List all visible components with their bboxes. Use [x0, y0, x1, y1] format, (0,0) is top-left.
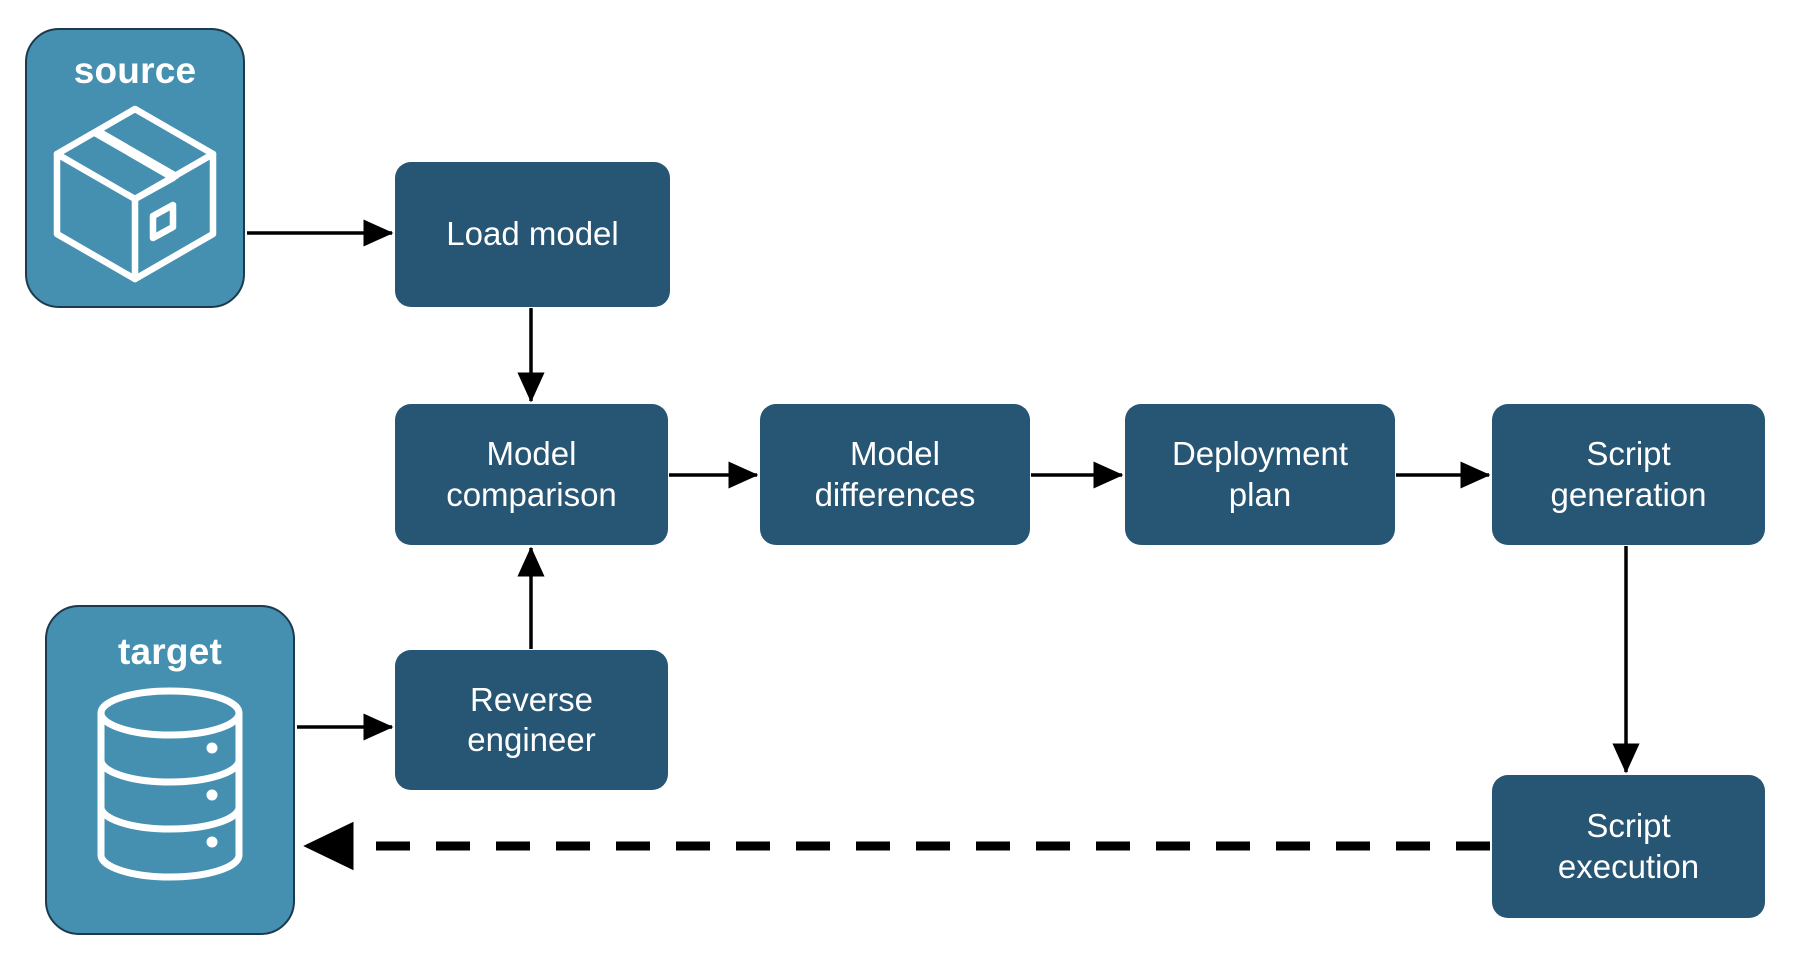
endpoint-target-label: target — [118, 631, 222, 672]
endpoint-source-label: source — [73, 50, 197, 91]
process-deployment-plan[interactable]: Deployment plan — [1125, 404, 1395, 545]
process-load-model-label: Load model — [446, 215, 619, 253]
process-script-execution[interactable]: Script execution — [1492, 775, 1765, 918]
process-load-model[interactable]: Load model — [395, 162, 670, 307]
process-model-differences[interactable]: Model differences — [760, 404, 1030, 545]
process-model-differences-label: Model differences — [814, 435, 976, 513]
process-model-comparison-label: Model comparison — [446, 435, 617, 513]
process-reverse-engineer[interactable]: Reverse engineer — [395, 650, 668, 790]
process-reverse-engineer-label: Reverse engineer — [467, 680, 596, 758]
package-box-icon — [49, 103, 221, 290]
process-script-generation-label: Script generation — [1550, 435, 1707, 513]
process-script-execution-label: Script execution — [1557, 807, 1700, 885]
process-deployment-plan-label: Deployment plan — [1171, 435, 1349, 513]
database-cylinder-icon — [90, 686, 250, 887]
process-script-generation[interactable]: Script generation — [1492, 404, 1765, 545]
endpoint-target[interactable]: target — [45, 605, 295, 935]
process-model-comparison[interactable]: Model comparison — [395, 404, 668, 545]
endpoint-source[interactable]: source — [25, 28, 245, 308]
